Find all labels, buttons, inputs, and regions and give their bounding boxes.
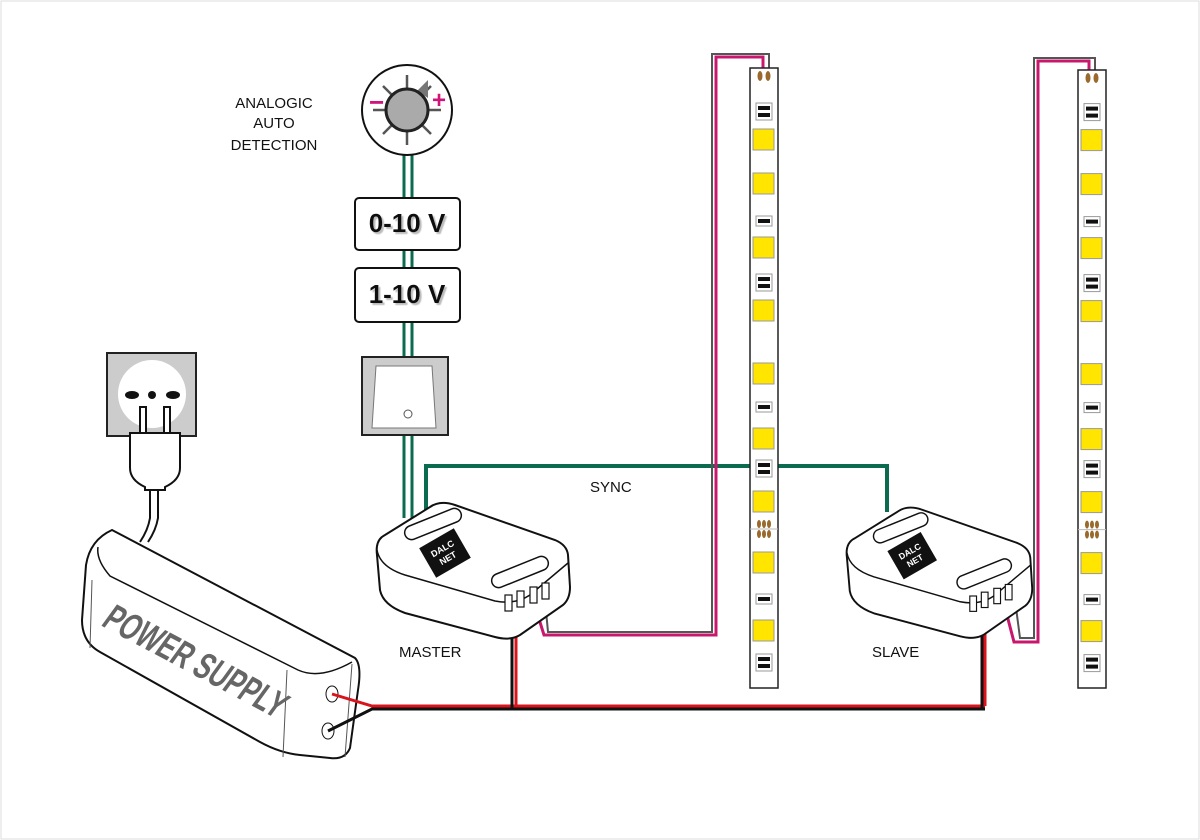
copper-pad (1093, 73, 1099, 83)
copper-pad (757, 71, 763, 81)
analogic-label: ANALOGIC AUTO DETECTION (231, 95, 318, 154)
resistor (1083, 654, 1101, 673)
svg-text:ANALOGIC: ANALOGIC (235, 95, 313, 112)
copper-pad (1095, 520, 1099, 529)
led-chip (1080, 620, 1103, 643)
led-chip (1080, 300, 1103, 323)
led-chip (752, 490, 775, 513)
terminal (504, 594, 513, 612)
led-chip (1080, 428, 1103, 451)
copper-pad (1085, 73, 1091, 83)
controller-slot (872, 512, 929, 544)
svg-text:DETECTION: DETECTION (231, 137, 318, 154)
controller-slot (490, 555, 550, 589)
controller-slot (403, 507, 463, 541)
led-strip-2 (1077, 69, 1107, 689)
led-chip (1080, 552, 1103, 575)
controller-slot (956, 558, 1013, 590)
terminal (1004, 583, 1013, 601)
dimmer-plus: + (432, 87, 446, 114)
led-chip (752, 427, 775, 450)
voltage-1-10-box: 1-10 V (354, 267, 461, 323)
sync-label: SYNC (590, 479, 632, 496)
led-chip (1080, 491, 1103, 514)
resistor (755, 273, 773, 292)
terminal (993, 587, 1002, 605)
voltage-1-10-label: 1-10 V (369, 279, 446, 309)
copper-pad (765, 71, 771, 81)
copper-pad (1090, 520, 1094, 529)
led-chip (1080, 129, 1103, 152)
copper-pad (762, 520, 766, 528)
master-label: MASTER (399, 644, 462, 661)
led-chip (752, 362, 775, 385)
plug-icon (129, 406, 181, 543)
led-chip (752, 619, 775, 642)
slave-label: SLAVE (872, 644, 919, 661)
terminal (980, 591, 989, 609)
rocker-switch-icon[interactable] (361, 356, 449, 436)
led-chip (752, 172, 775, 195)
terminal (529, 586, 538, 604)
led-chip (752, 236, 775, 259)
led-chip (752, 128, 775, 151)
terminal (516, 590, 525, 608)
resistor (755, 102, 773, 121)
power-supply-icon: POWER SUPPLY (80, 528, 361, 760)
led-chip (1080, 363, 1103, 386)
dimmer-minus: − (369, 87, 384, 117)
led-wires (531, 53, 1096, 644)
voltage-0-10-box: 0-10 V (354, 197, 461, 251)
resistor (755, 653, 773, 672)
copper-pad (767, 520, 771, 528)
svg-text:AUTO: AUTO (253, 115, 294, 132)
rotary-dimmer-icon[interactable]: − + (361, 64, 453, 156)
resistor (755, 459, 773, 478)
copper-pad (757, 520, 761, 528)
terminal (969, 595, 978, 612)
resistor (1083, 460, 1101, 479)
led-chip (1080, 173, 1103, 196)
led-chip (752, 551, 775, 574)
sync-wire (424, 464, 889, 512)
copper-pad (1085, 520, 1089, 529)
wall-socket-icon (106, 352, 197, 437)
resistor (1083, 103, 1101, 122)
led-strip-1 (749, 67, 779, 689)
terminal (541, 582, 550, 600)
led-chip (1080, 237, 1103, 260)
resistor (1083, 274, 1101, 293)
voltage-0-10-label: 0-10 V (369, 208, 446, 238)
led-chip (752, 299, 775, 322)
